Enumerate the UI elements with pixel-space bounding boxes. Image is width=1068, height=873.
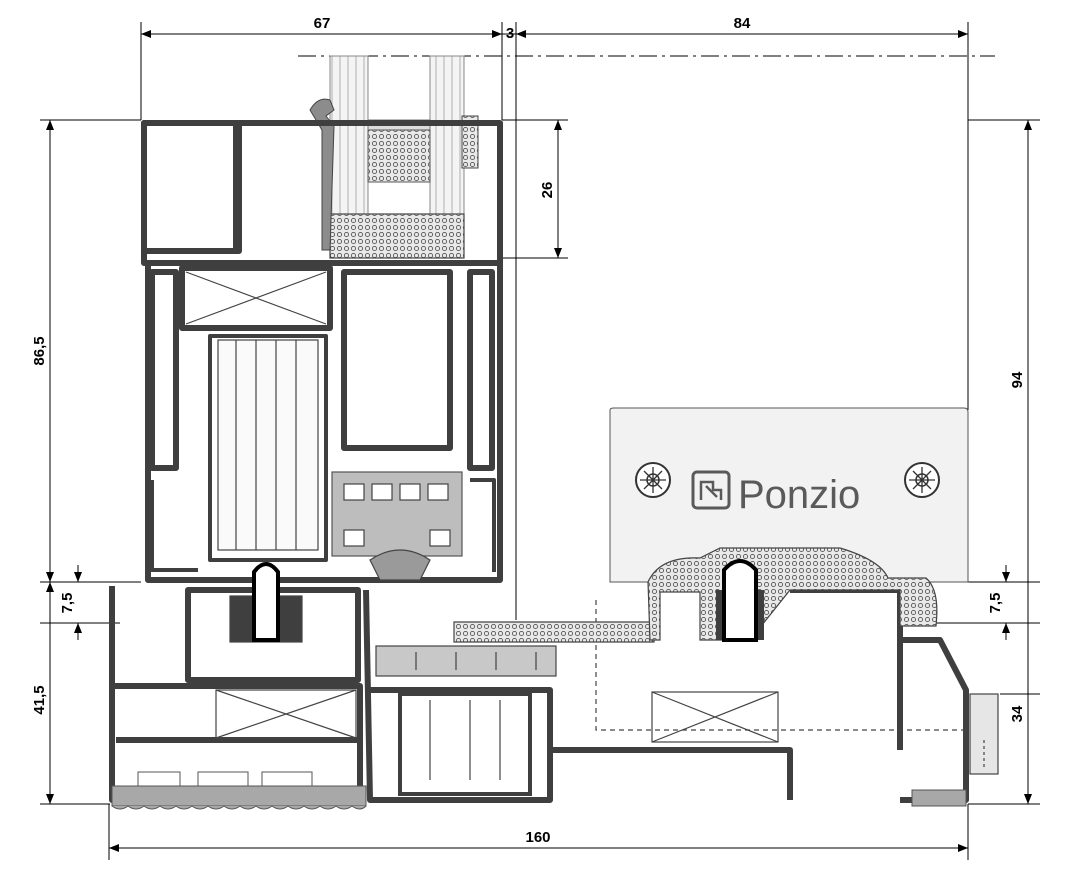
logo-icon <box>691 470 731 510</box>
sill-gaskets <box>111 547 967 810</box>
dim-left-sill: 7,5 <box>59 593 76 614</box>
brand-name: Ponzio <box>738 473 860 517</box>
dim-right-height: 94 <box>1009 371 1026 388</box>
left-frame-profile <box>141 120 503 583</box>
brand-panel: Ponzio <box>609 407 969 583</box>
glass-unit <box>309 55 479 259</box>
dim-right-base: 34 <box>1009 705 1026 722</box>
screw-icon <box>635 462 671 498</box>
dim-top-gap: 3 <box>506 25 514 42</box>
dim-left-height: 86,5 <box>31 336 48 365</box>
screw-icon <box>904 462 940 498</box>
dim-left-base: 41,5 <box>31 685 48 714</box>
dim-bottom-total: 160 <box>525 829 550 846</box>
dim-right-sill: 7,5 <box>987 593 1004 614</box>
sill-details <box>215 562 999 796</box>
left-frame-details <box>185 271 463 581</box>
dim-inner-glass: 26 <box>539 182 556 199</box>
dimension-lines <box>40 22 1040 860</box>
dim-top-right: 84 <box>734 15 751 32</box>
dim-top-left: 67 <box>314 15 331 32</box>
